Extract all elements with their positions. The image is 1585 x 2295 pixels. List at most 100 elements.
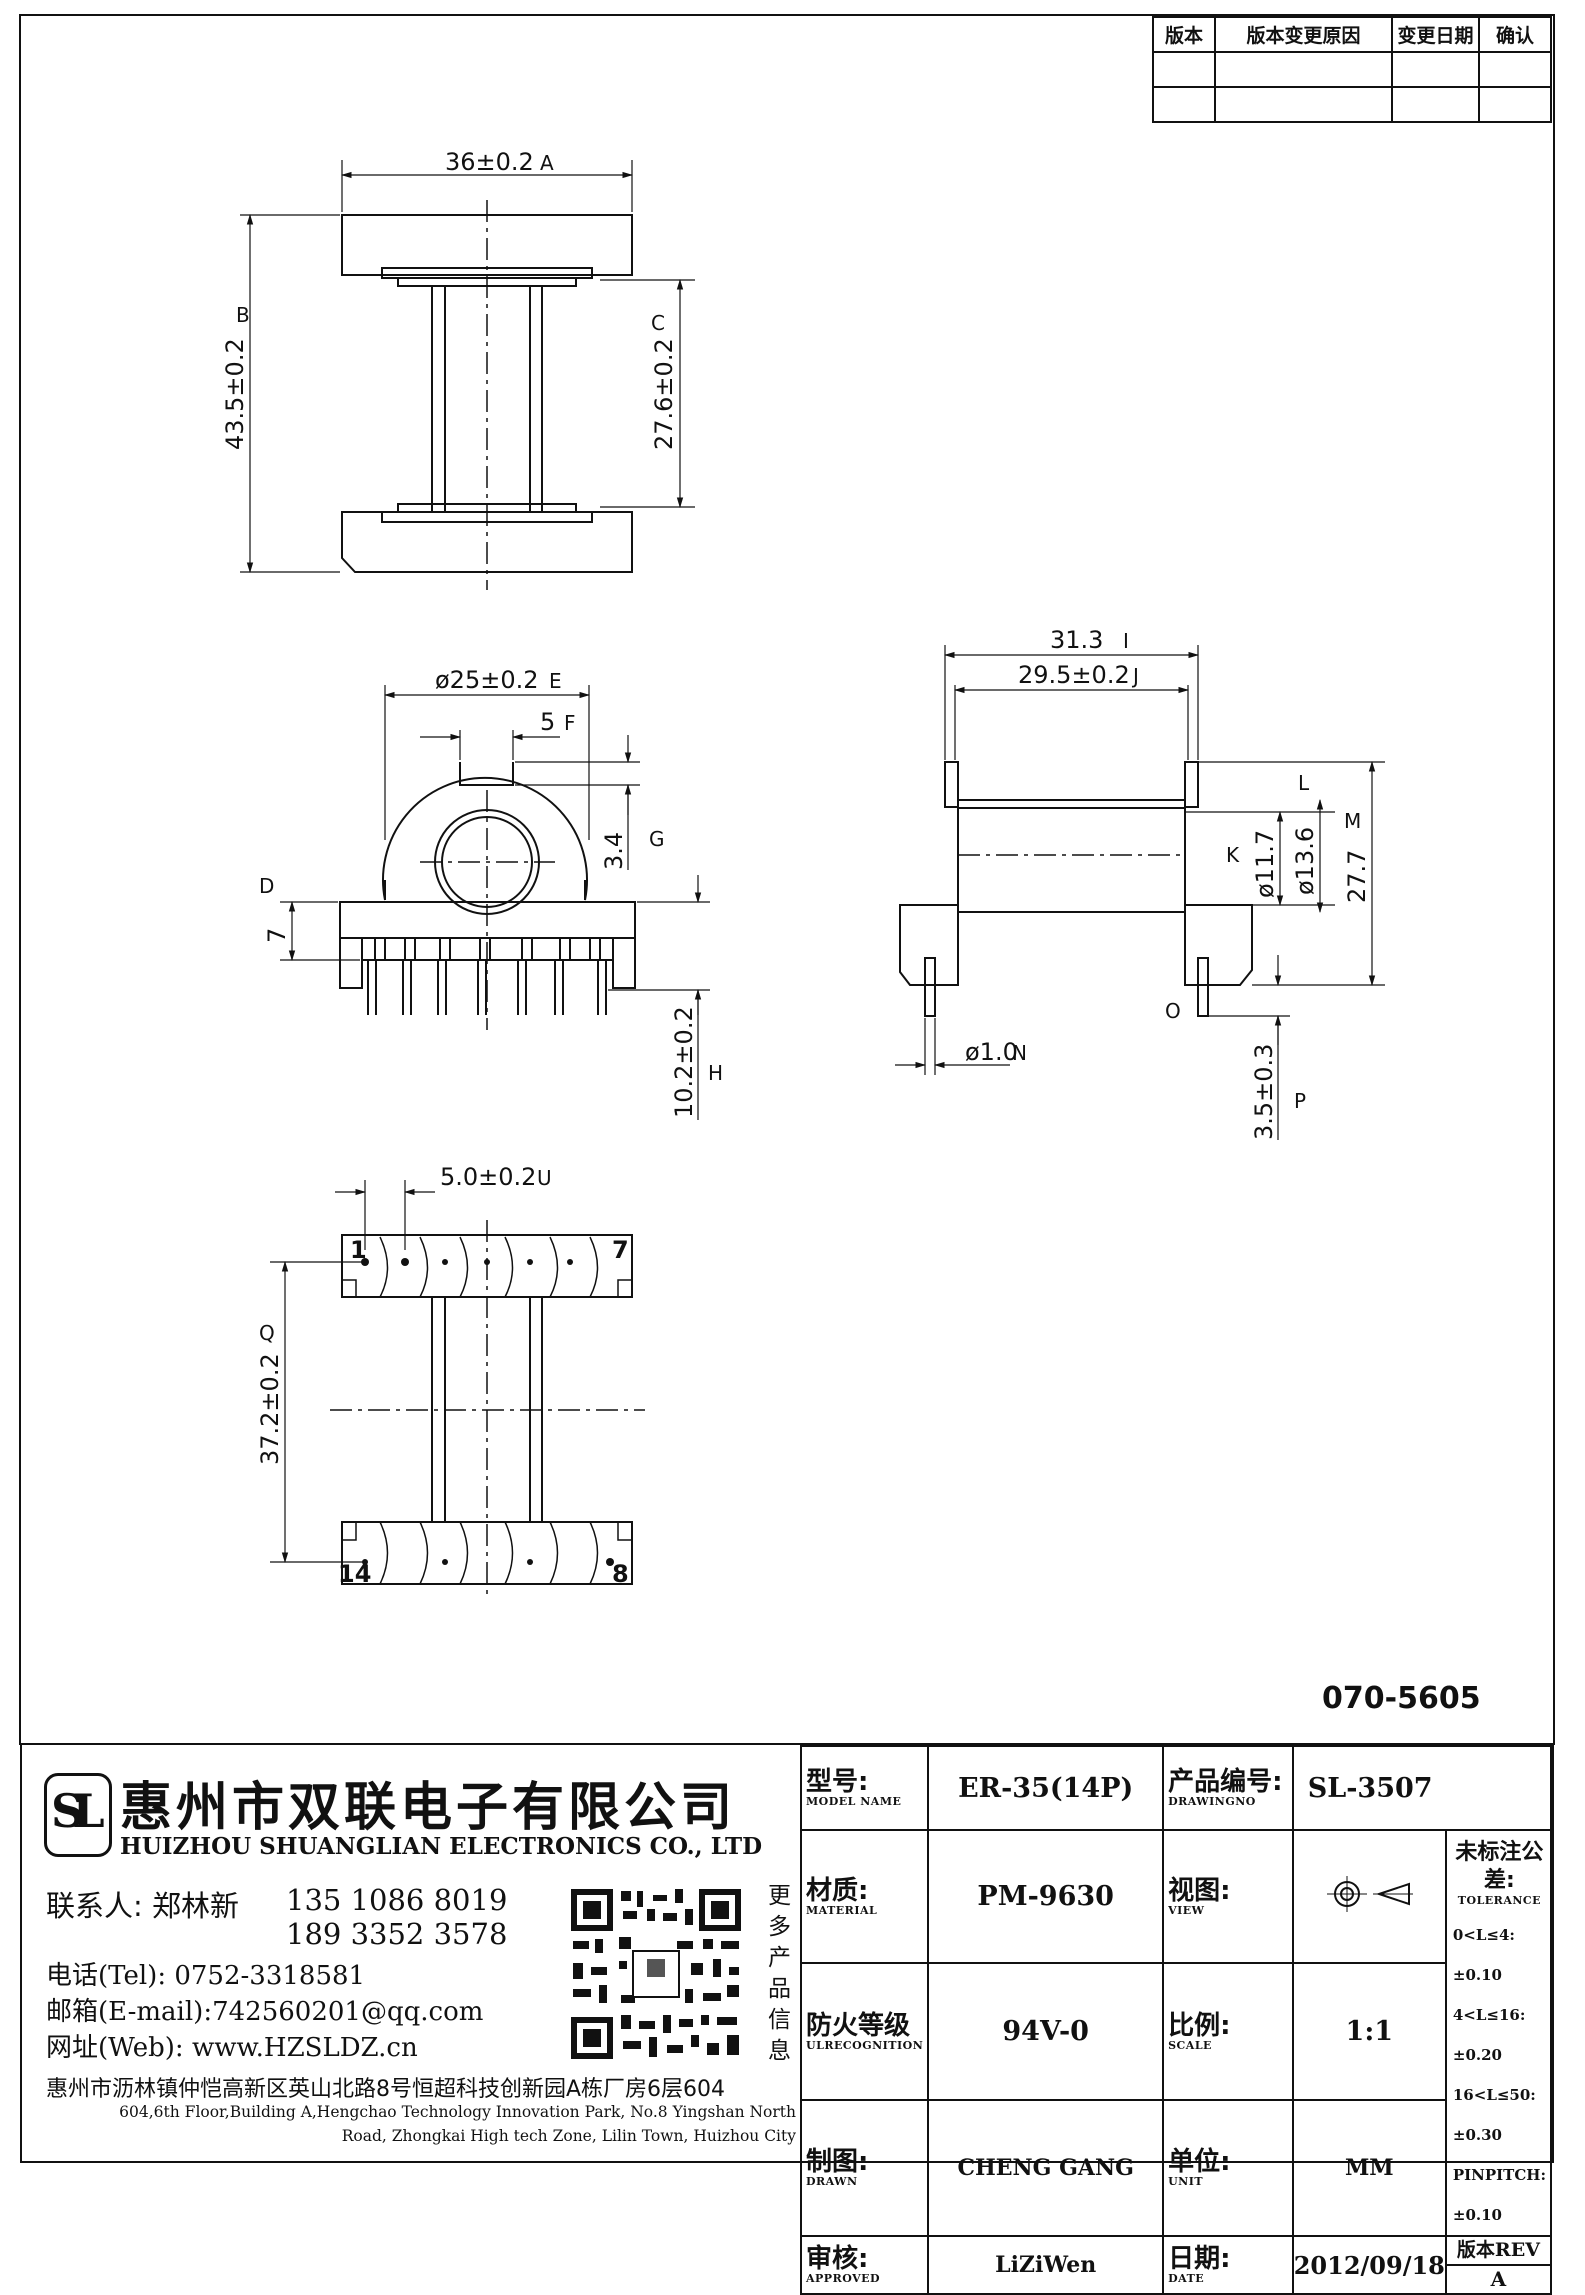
tolerance-line: 0<L≤4:±0.10	[1452, 1926, 1515, 1984]
dim-d: 7	[263, 928, 291, 943]
technical-drawing: 36±0.2 A 43.5±0.2 B 27.6±0.2 C ø25±0.2 E…	[19, 14, 1555, 1745]
dim-e-tag: E	[549, 669, 562, 693]
material-label: 材质: MATERIAL	[799, 1828, 930, 1965]
dim-u: 5.0±0.2	[440, 1163, 536, 1191]
tolerance-line: 4<L≤16:±0.20	[1452, 2006, 1526, 2064]
fire-label-en: ULRECOGNITION	[806, 2038, 924, 2052]
scale-label: 比例: SCALE	[1162, 1962, 1294, 2101]
unit-value: MM	[1291, 2098, 1447, 2238]
pin-label-8: 8	[612, 1560, 629, 1588]
tolerance-block: 未标注公差: TOLERANCE 0<L≤4:±0.10 4<L≤16:±0.2…	[1444, 1829, 1553, 2237]
title-block-grid: 型号: MODEL NAME ER-35(14P) 产品编号: DRAWINGN…	[799, 1745, 1553, 2295]
scale-label-cn: 比例:	[1168, 2010, 1231, 2041]
unit-label-en: UNIT	[1168, 2174, 1204, 2188]
dim-c-tag: C	[651, 311, 665, 335]
date-value: 2012/09/18	[1291, 2235, 1447, 2295]
pin-label-14: 14	[338, 1560, 371, 1588]
third-angle-projection-icon	[1327, 1876, 1414, 1913]
fire-rating-value: 94V-0	[927, 1962, 1165, 2101]
approved-label-en: APPROVED	[806, 2272, 881, 2285]
address-cn: 惠州市沥林镇仲恺高新区英山北路8号恒超科技创新园A栋厂房6层604	[46, 2077, 726, 2102]
tolerance-label-cn: 未标注公差:	[1455, 1840, 1544, 1893]
dim-h: 10.2±0.2	[670, 1006, 698, 1118]
revision-table: 版本 版本变更原因 变更日期 确认	[1152, 16, 1552, 123]
rev-header-date: 变更日期	[1391, 16, 1480, 53]
bottom-view	[270, 1180, 645, 1600]
dim-k-tag: K	[1226, 843, 1240, 867]
dim-h-tag: H	[708, 1061, 723, 1085]
top-view	[240, 160, 695, 590]
rev-header-reason: 版本变更原因	[1214, 16, 1393, 53]
side-view	[895, 645, 1385, 1140]
rev-header-version: 版本	[1152, 16, 1216, 53]
date-label: 日期: DATE	[1162, 2235, 1294, 2295]
phone-2: 189 3352 3578	[286, 1917, 508, 1951]
dim-g-tag: G	[649, 827, 665, 851]
approved-label: 审核: APPROVED	[799, 2235, 930, 2295]
dim-136: ø13.6	[1291, 827, 1319, 895]
drawing-number: 070-5605	[1322, 1681, 1481, 1716]
dim-p: 3.5±0.3	[1250, 1044, 1278, 1140]
company-name-en: HUIZHOU SHUANGLIAN ELECTRONICS CO., LTD	[120, 1833, 763, 1860]
projection-symbol	[1291, 1828, 1447, 1965]
rev-cell	[1391, 86, 1480, 123]
model-label-cn: 型号:	[806, 1767, 869, 1797]
tolerance-line: PINPITCH:±0.10	[1452, 2166, 1546, 2224]
dim-q-tag: Q	[259, 1321, 275, 1345]
rev-cell	[1152, 86, 1216, 123]
dim-f-tag: F	[564, 711, 576, 735]
dim-j: 29.5±0.2	[1018, 661, 1130, 689]
revision-cell: 版本REV A	[1444, 2235, 1553, 2295]
email: 邮箱(E-mail):742560201@qq.com	[46, 1997, 484, 2027]
rev-cell	[1478, 86, 1552, 123]
drawn-label: 制图: DRAWN	[799, 2098, 930, 2238]
dim-j-tag: J	[1131, 664, 1139, 688]
dim-a-tag: A	[540, 151, 554, 175]
material-label-cn: 材质:	[806, 1875, 869, 1906]
approved-value: LiZiWen	[927, 2235, 1165, 2295]
tolerance-line: 16<L≤50:±0.30	[1452, 2086, 1536, 2144]
dim-o-tag: O	[1165, 999, 1181, 1023]
view-label-en: VIEW	[1168, 1903, 1205, 1917]
rev-cell	[1214, 51, 1393, 88]
dim-a: 36±0.2	[445, 148, 534, 176]
dim-d-tag: D	[259, 874, 274, 898]
address-en-2: Road, Zhongkai High tech Zone, Lilin Tow…	[341, 2127, 796, 2145]
drawn-value: CHENG GANG	[927, 2098, 1165, 2238]
pin-label-7: 7	[612, 1236, 629, 1264]
model-label-en: MODEL NAME	[806, 1795, 902, 1808]
phone-1: 135 1086 8019	[286, 1883, 508, 1917]
dim-b: 43.5±0.2	[221, 338, 249, 450]
view-label: 视图: VIEW	[1162, 1828, 1294, 1965]
drawing-sheet: 版本 版本变更原因 变更日期 确认	[19, 14, 1555, 2295]
address-en-1: 604,6th Floor,Building A,Hengchao Techno…	[119, 2103, 796, 2121]
pin-label-1: 1	[350, 1236, 367, 1264]
drawing-label-cn: 产品编号:	[1168, 1767, 1283, 1797]
scale-label-en: SCALE	[1168, 2038, 1212, 2052]
qr-caption: 更多产品信息	[768, 1883, 791, 2064]
dim-f: 5	[540, 708, 555, 736]
view-label-cn: 视图:	[1168, 1875, 1231, 1906]
rev-cell	[1152, 51, 1216, 88]
dim-k: ø11.7	[1251, 830, 1279, 898]
dim-g: 3.4	[600, 832, 628, 870]
model-value: ER-35(14P)	[927, 1745, 1165, 1831]
date-label-cn: 日期:	[1168, 2244, 1231, 2274]
rev-label: 版本REV	[1446, 2237, 1550, 2266]
dim-i: 31.3	[1050, 626, 1103, 654]
dim-p-tag: P	[1294, 1089, 1306, 1113]
material-value: PM-9630	[927, 1828, 1165, 1965]
qr-code	[567, 1885, 745, 2063]
drawing-label-en: DRAWINGNO	[1168, 1795, 1256, 1808]
drawing-no-value: SL-3507	[1291, 1745, 1553, 1831]
drawn-label-cn: 制图:	[806, 2146, 869, 2177]
dim-l-tag: L	[1298, 771, 1310, 795]
date-label-en: DATE	[1168, 2272, 1205, 2285]
rev-header-confirm: 确认	[1478, 16, 1552, 53]
company-info: SL 惠州市双联电子有限公司 HUIZHOU SHUANGLIAN ELECTR…	[22, 1745, 800, 2161]
dim-i-tag: I	[1123, 629, 1129, 653]
dim-q: 37.2±0.2	[256, 1353, 284, 1465]
tel: 电话(Tel): 0752-3318581	[46, 1961, 366, 1991]
website: 网址(Web): www.HZSLDZ.cn	[46, 2033, 418, 2063]
contact-label: 联系人:	[46, 1889, 143, 1923]
